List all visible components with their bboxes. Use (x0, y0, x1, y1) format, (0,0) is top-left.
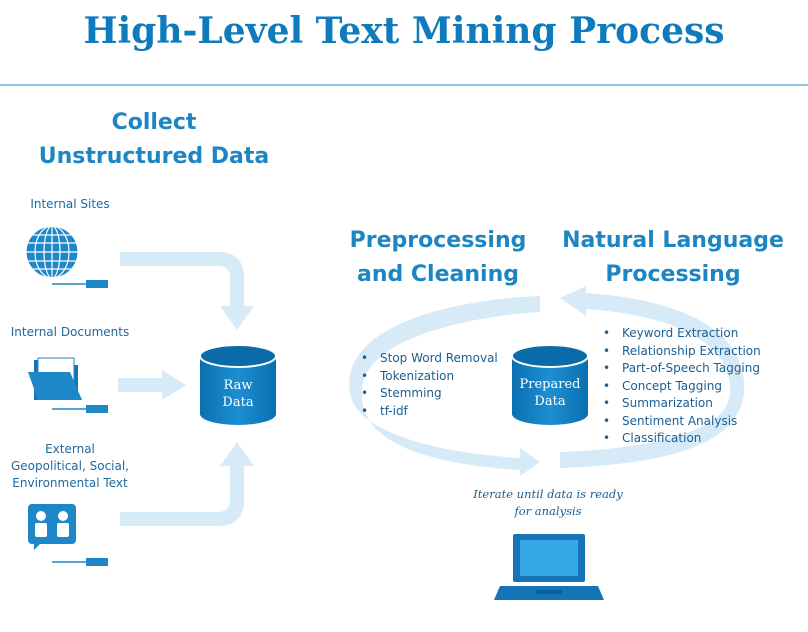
label-internal-sites: Internal Sites (30, 197, 110, 211)
list-item: Classification (600, 430, 761, 448)
label-external-line-3: Environmental Text (12, 476, 128, 490)
prepared-data-label: Prepared Data (512, 376, 588, 410)
prepared-data-line-1: Prepared (519, 377, 581, 392)
preprocessing-heading: Preprocessing and Cleaning (338, 224, 538, 292)
label-external-line-2: Geopolitical, Social, (11, 459, 129, 473)
server-icon-sites (52, 280, 108, 288)
raw-data-line-2: Data (222, 395, 254, 410)
globe-icon (25, 225, 79, 279)
nlp-list: Keyword Extraction Relationship Extracti… (600, 325, 761, 448)
list-item: tf-idf (358, 403, 498, 421)
collect-heading-line-1: Collect (111, 110, 197, 135)
list-item: Stemming (358, 385, 498, 403)
prepared-data-database-icon (511, 344, 589, 425)
nlp-heading-line-1: Natural Language (562, 228, 784, 253)
title-divider (0, 84, 808, 86)
list-item: Summarization (600, 395, 761, 413)
preprocessing-list: Stop Word Removal Tokenization Stemming … (358, 350, 498, 420)
laptop-icon (494, 534, 604, 600)
iterate-caption-line-2: for analysis (514, 504, 582, 518)
nlp-heading-line-2: Processing (605, 262, 741, 287)
prepared-data-line-2: Data (534, 394, 566, 409)
label-internal-documents: Internal Documents (10, 325, 130, 339)
preprocessing-heading-line-1: Preprocessing (349, 228, 527, 253)
nlp-heading: Natural Language Processing (558, 224, 788, 292)
list-item: Relationship Extraction (600, 343, 761, 361)
collect-heading: Collect Unstructured Data (20, 106, 288, 174)
raw-data-label: Raw Data (200, 377, 276, 411)
people-icon (28, 504, 76, 550)
list-item: Sentiment Analysis (600, 413, 761, 431)
folder-icon (28, 357, 82, 400)
server-icon-documents (52, 405, 108, 413)
label-external-line-1: External (45, 442, 95, 456)
raw-data-line-1: Raw (223, 378, 253, 393)
raw-data-database-icon (199, 344, 277, 425)
preprocessing-heading-line-2: and Cleaning (357, 262, 519, 287)
page-title: High-Level Text Mining Process (83, 10, 725, 52)
list-item: Stop Word Removal (358, 350, 498, 368)
flow-arrow-internal-documents (118, 370, 186, 400)
label-external-sources: External Geopolitical, Social, Environme… (0, 441, 140, 492)
list-item: Keyword Extraction (600, 325, 761, 343)
list-item: Part-of-Speech Tagging (600, 360, 761, 378)
flow-arrow-external (120, 442, 254, 526)
list-item: Concept Tagging (600, 378, 761, 396)
iterate-caption-line-1: Iterate until data is ready (473, 487, 623, 501)
server-icon-external (52, 558, 108, 566)
flow-arrow-internal-sites (120, 252, 254, 330)
iterate-caption: Iterate until data is ready for analysis (448, 486, 648, 520)
list-item: Tokenization (358, 368, 498, 386)
collect-heading-line-2: Unstructured Data (38, 144, 270, 169)
